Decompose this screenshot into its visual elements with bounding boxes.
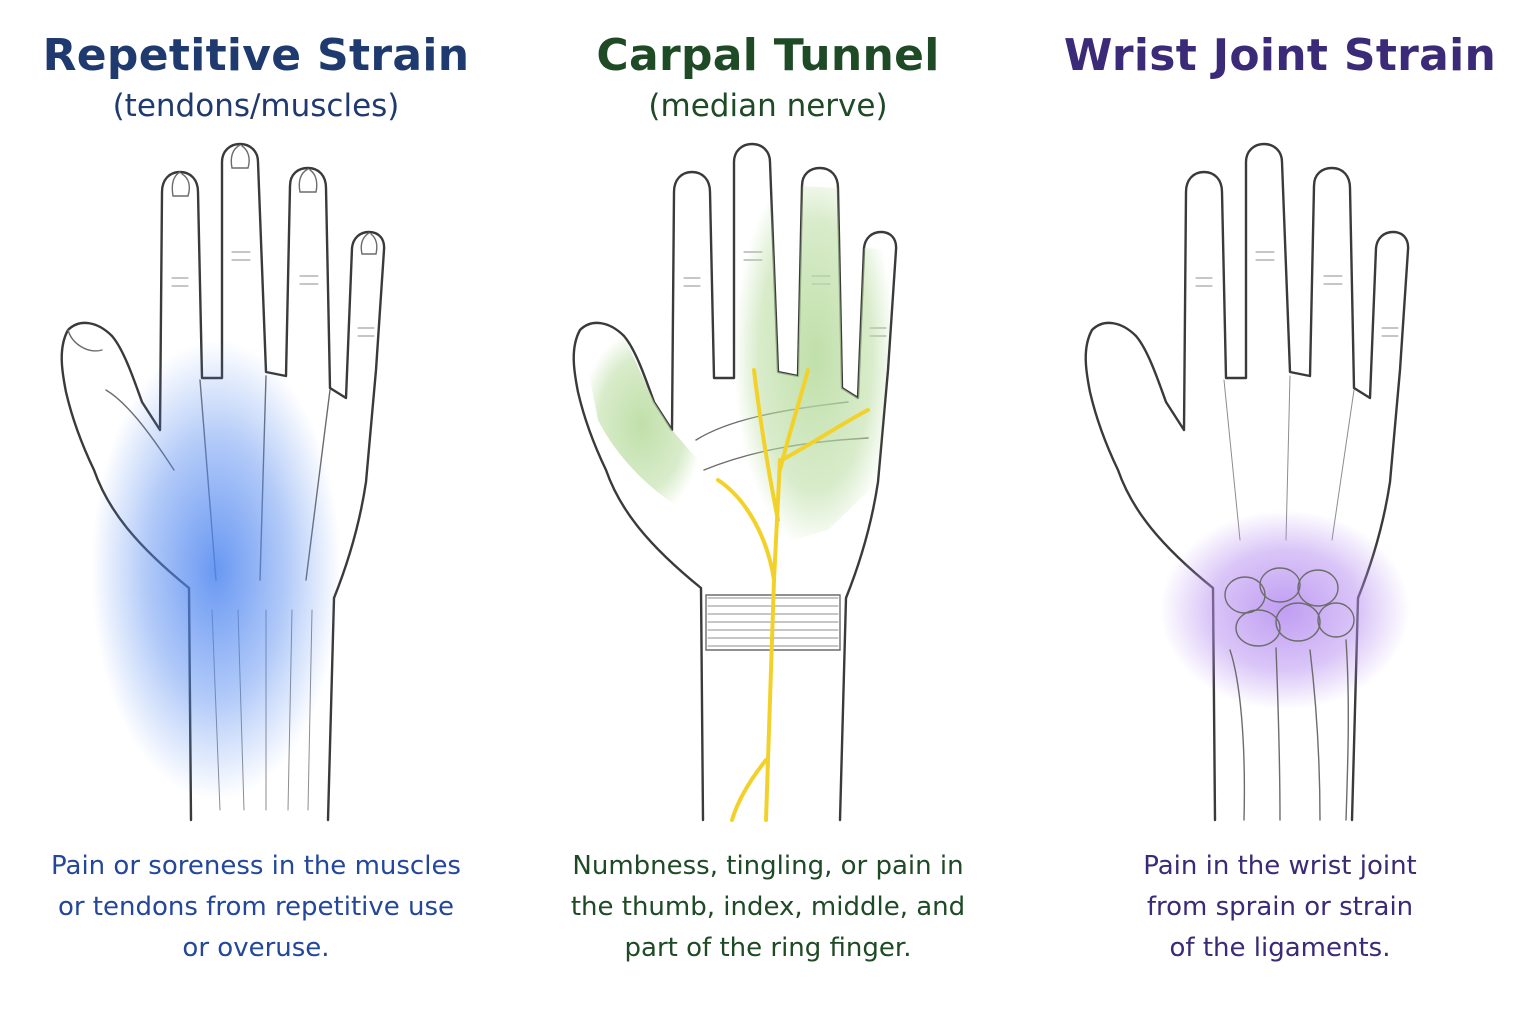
- highlight-area: [1160, 510, 1410, 710]
- panel-caption: Numbness, tingling, or pain in the thumb…: [552, 846, 984, 969]
- panel-title: Wrist Joint Strain: [1024, 30, 1536, 81]
- caption-line: or tendons from repetitive use: [40, 887, 472, 928]
- hand-outline: [1086, 144, 1408, 820]
- caption-line: Numbness, tingling, or pain in: [552, 846, 984, 887]
- caption-line: Pain or soreness in the muscles: [40, 846, 472, 887]
- caption-line: from sprain or strain: [1064, 887, 1496, 928]
- hand-illustration: [528, 140, 1008, 830]
- caption-line: part of the ring finger.: [552, 928, 984, 969]
- panel-title: Repetitive Strain: [0, 30, 512, 81]
- hand-illustration: [16, 140, 496, 830]
- panel-subtitle: (median nerve): [512, 88, 1024, 124]
- panel-repetitive-strain: Repetitive Strain (tendons/muscles): [0, 0, 512, 1024]
- highlight-area: [91, 340, 341, 800]
- caption-line: or overuse.: [40, 928, 472, 969]
- panel-wrist-joint-strain: Wrist Joint Strain: [1024, 0, 1536, 1024]
- hand-illustration: [1040, 140, 1520, 830]
- panel-title: Carpal Tunnel: [512, 30, 1024, 81]
- caption-line: of the ligaments.: [1064, 928, 1496, 969]
- panel-carpal-tunnel: Carpal Tunnel (median nerve): [512, 0, 1024, 1024]
- caption-line: the thumb, index, middle, and: [552, 887, 984, 928]
- panel-caption: Pain or soreness in the muscles or tendo…: [40, 846, 472, 969]
- panel-subtitle: (tendons/muscles): [0, 88, 512, 124]
- panel-caption: Pain in the wrist joint from sprain or s…: [1064, 846, 1496, 969]
- caption-line: Pain in the wrist joint: [1064, 846, 1496, 887]
